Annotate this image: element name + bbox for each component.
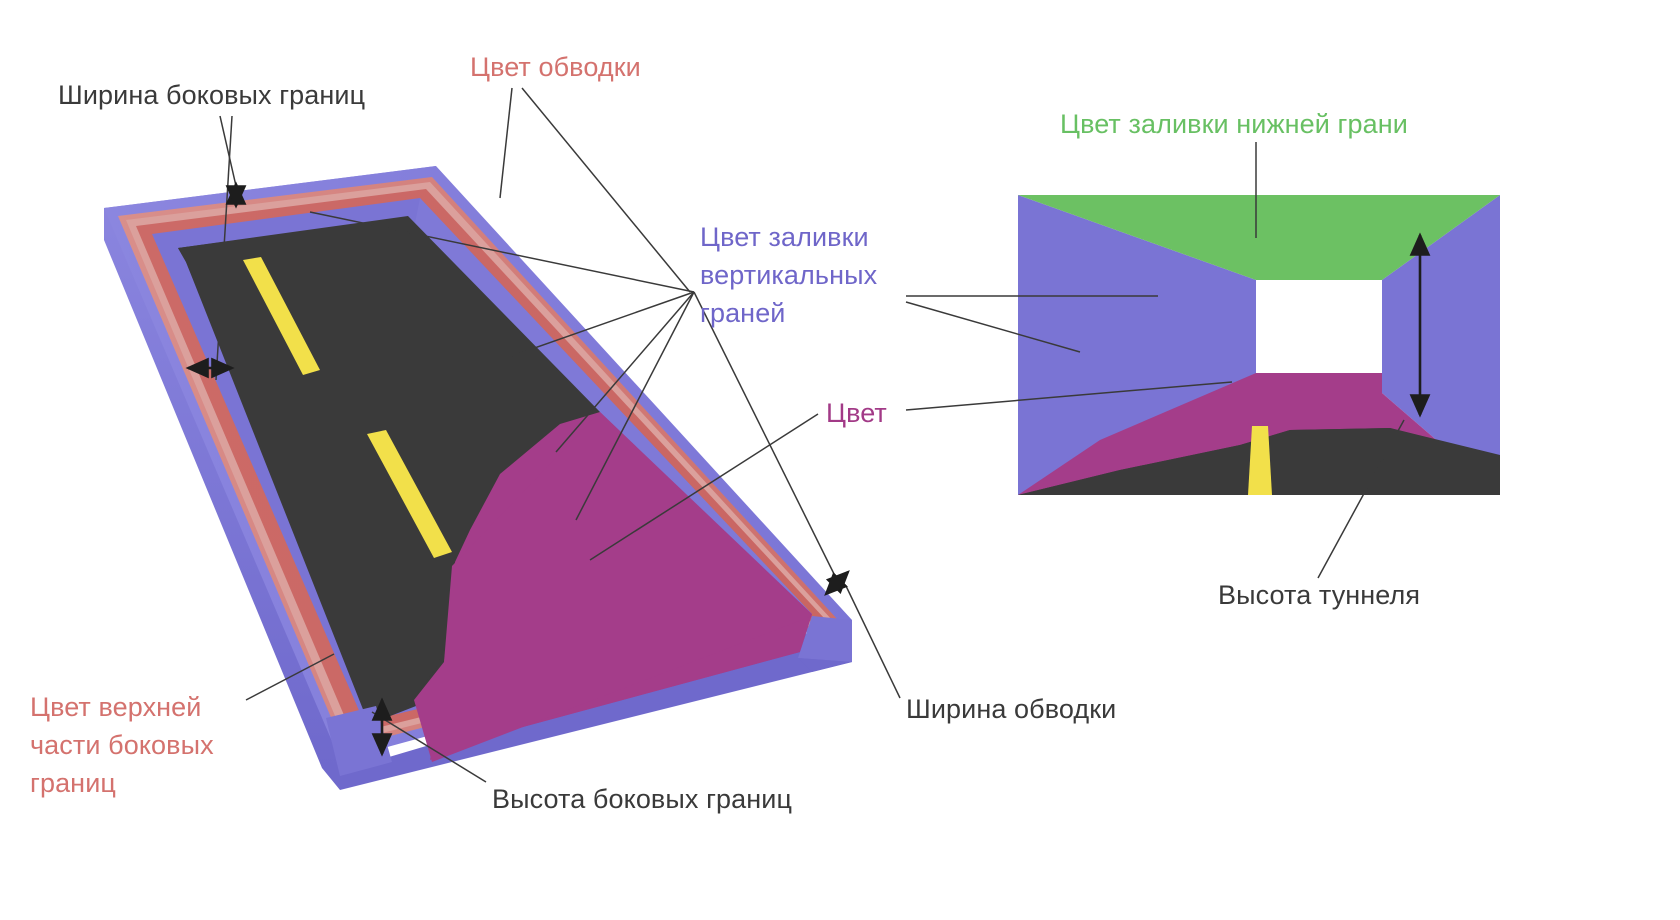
leader-vertical-faces-c xyxy=(575,291,695,521)
leader-side-border-width-a xyxy=(219,115,237,187)
label-side-border-height: Высота боковых границ xyxy=(492,784,793,814)
leader-color-left xyxy=(589,413,819,561)
leader-vertical-faces-e xyxy=(693,291,839,583)
label-vertical-faces-fill-color-line2: вертикальных xyxy=(700,260,878,290)
isometric-road-view xyxy=(104,166,852,790)
leader-stroke-color-a xyxy=(499,87,513,199)
leader-color-right xyxy=(905,381,1233,411)
label-side-border-width: Ширина боковых границ xyxy=(58,80,366,110)
label-side-border-top-color-line1: Цвет верхней xyxy=(30,692,202,722)
slab-corner-right-shadow xyxy=(798,658,852,672)
tunnel-lane-marking xyxy=(1248,426,1272,495)
road-pavement-magenta-main xyxy=(414,412,812,762)
leader-vertical-faces-b xyxy=(505,291,695,359)
label-stroke-color: Цвет обводки xyxy=(470,52,641,82)
leader-side-border-width-b xyxy=(215,115,233,381)
arrow-stroke-width xyxy=(824,570,850,596)
lane-marking-1 xyxy=(243,257,320,375)
label-vertical-faces-fill-color-line3: граней xyxy=(700,298,786,328)
leader-vertical-faces-a xyxy=(309,211,695,293)
label-vertical-faces-fill-color-line1: Цвет заливки xyxy=(700,222,869,252)
slab-corner-right xyxy=(798,616,852,662)
label-tunnel-height: Высота туннеля xyxy=(1218,580,1421,610)
label-side-border-top-color-line2: части боковых xyxy=(30,730,214,760)
leader-stroke-width xyxy=(845,585,901,699)
label-stroke-width: Ширина обводки xyxy=(906,694,1117,724)
leader-stroke-color-b xyxy=(521,87,691,293)
tunnel-left-vertical-face xyxy=(1018,195,1256,495)
label-side-border-top-color-line3: границ xyxy=(30,768,116,798)
label-color: Цвет xyxy=(826,398,887,428)
dimension-arrows xyxy=(185,181,850,757)
tunnel-bottom-face-green xyxy=(1018,195,1500,280)
tunnel-interior-view xyxy=(1018,195,1500,495)
leader-side-border-top-color xyxy=(245,653,335,701)
label-bottom-face-fill-color: Цвет заливки нижней грани xyxy=(1060,109,1408,139)
leader-tunnel-height xyxy=(1317,419,1405,579)
leader-vertical-faces-right-b xyxy=(905,301,1081,353)
lane-marking-2 xyxy=(367,430,452,558)
leader-vertical-faces-d xyxy=(555,291,695,453)
